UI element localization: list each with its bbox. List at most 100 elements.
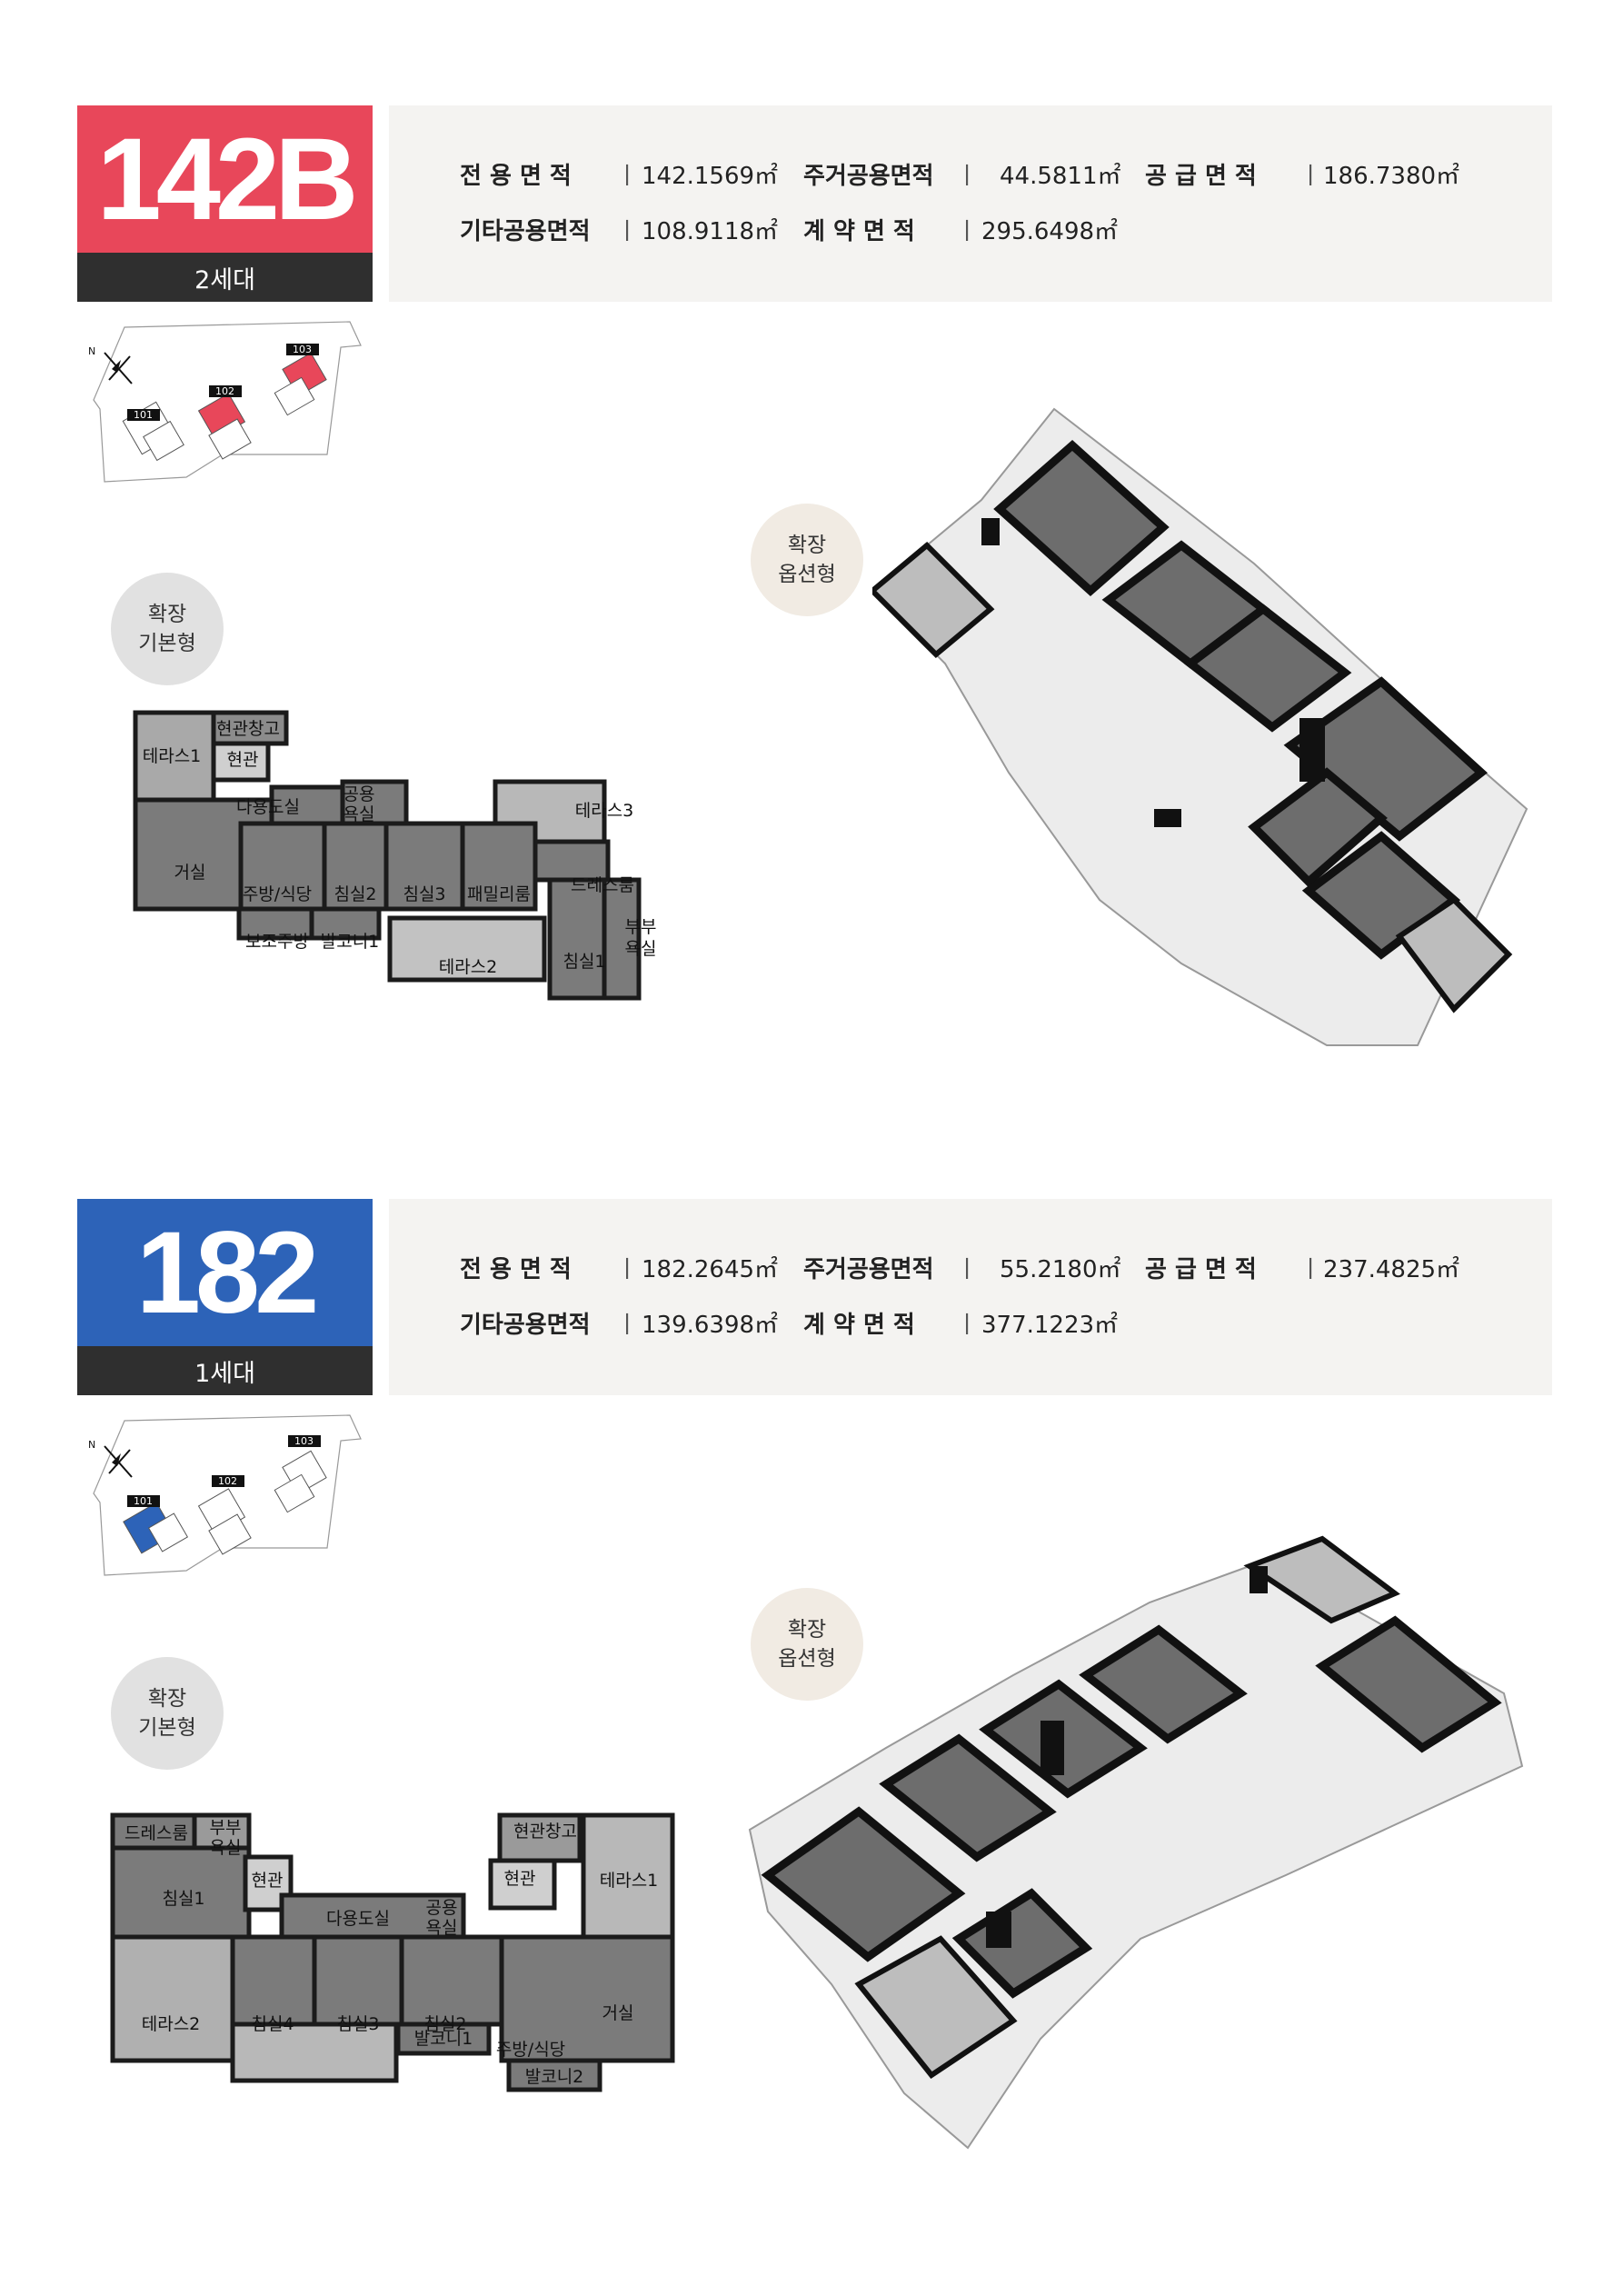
contract-area-label: 계 약 면 적 <box>803 1312 915 1339</box>
contract-area-label: 계 약 면 적 <box>803 218 915 245</box>
separator: ㅣ <box>616 1312 638 1339</box>
other-common-value: 108.9118㎡ <box>642 218 779 245</box>
separator: ㅣ <box>1299 1256 1321 1283</box>
room-label: 침실4 <box>251 2014 294 2034</box>
floor-plan-basic: 드레스룸 부부 욕실 현관 침실1 다용도실 공용 욕실 현관창고 현관 테라스… <box>110 1812 675 2092</box>
svg-text:101: 101 <box>134 1495 153 1507</box>
site-plan-map: N 101 102 103 <box>88 1414 362 1576</box>
area-spec-panel: 전 용 면 적 ㅣ 182.2645㎡ 주거공용면적 ㅣ 55.2180㎡ 공 … <box>389 1199 1552 1395</box>
room-label: 현관 <box>227 750 259 770</box>
room-label: 침실1 <box>162 1889 204 1909</box>
room-label: 테라스1 <box>143 746 202 766</box>
room-label: 욕실 <box>210 1838 242 1858</box>
compass-icon: N <box>88 345 133 384</box>
room-label: 침실2 <box>334 884 376 904</box>
room-label: 공용 <box>344 784 375 804</box>
svg-text:101: 101 <box>134 409 153 421</box>
room-label: 현관창고 <box>513 1822 577 1842</box>
residential-common-label: 주거공용면적 <box>803 163 934 190</box>
room-label: 침실2 <box>423 2014 466 2034</box>
room-label: 테라스3 <box>575 801 634 821</box>
room-label: 부부 <box>210 1818 242 1838</box>
room-label: 발코니1 <box>321 932 380 952</box>
unit-section-182: 182 1세대 전 용 면 적 ㅣ 182.2645㎡ 주거공용면적 ㅣ 55.… <box>0 1093 1623 2184</box>
unit-section-142b: 142B 2세대 전 용 면 적 ㅣ 142.1569㎡ 주거공용면적 ㅣ 44… <box>0 0 1623 1091</box>
separator: ㅣ <box>1299 163 1321 190</box>
other-common-value: 139.6398㎡ <box>642 1312 779 1339</box>
room-label: 거실 <box>174 863 206 883</box>
supply-area-value: 186.7380㎡ <box>1323 163 1460 190</box>
room-label: 거실 <box>602 2003 634 2023</box>
separator: ㅣ <box>616 218 638 245</box>
room-label: 드레스룸 <box>571 875 634 895</box>
separator: ㅣ <box>616 1256 638 1283</box>
room-label: 침실3 <box>336 2014 379 2034</box>
unit-type-badge: 142B 2세대 <box>77 105 373 302</box>
room-label: 현관 <box>252 1871 284 1891</box>
room-label: 침실1 <box>563 952 605 972</box>
room-label: 주방/식당 <box>243 884 312 904</box>
other-common-label: 기타공용면적 <box>460 1312 591 1339</box>
svg-text:N: N <box>88 1439 95 1451</box>
household-count: 2세대 <box>77 253 373 302</box>
room-label: 현관 <box>504 1869 536 1889</box>
building-101: 101 <box>123 1495 189 1554</box>
building-102: 102 <box>197 385 252 460</box>
exclusive-area-value: 182.2645㎡ <box>642 1256 779 1283</box>
supply-area-label: 공 급 면 적 <box>1145 163 1257 190</box>
svg-text:103: 103 <box>293 344 312 355</box>
contract-area-value: 295.6498㎡ <box>981 218 1119 245</box>
room-label: 침실3 <box>403 884 445 904</box>
contract-area-value: 377.1223㎡ <box>981 1312 1119 1339</box>
unit-type-badge: 182 1세대 <box>77 1199 373 1395</box>
unit-type-label: 142B <box>77 105 373 253</box>
isometric-plan-option <box>748 1535 1524 2150</box>
room-label: 부부 <box>625 917 657 937</box>
room-label: 보조주방 <box>245 932 309 952</box>
exclusive-area-label: 전 용 면 적 <box>460 163 572 190</box>
room-label: 다용도실 <box>236 797 300 817</box>
room-label: 욕실 <box>344 804 375 824</box>
building-103: 103 <box>274 1435 327 1513</box>
site-plan-map: N 101 102 103 <box>88 321 362 483</box>
room-label: 욕실 <box>426 1918 458 1938</box>
isometric-plan-option <box>872 407 1528 1046</box>
room-label: 테라스2 <box>439 957 498 977</box>
building-102: 102 <box>197 1475 252 1555</box>
separator: ㅣ <box>956 1256 978 1283</box>
separator: ㅣ <box>956 218 978 245</box>
separator: ㅣ <box>956 1312 978 1339</box>
residential-common-value: 44.5811㎡ <box>1000 163 1121 190</box>
other-common-label: 기타공용면적 <box>460 218 591 245</box>
area-spec-panel: 전 용 면 적 ㅣ 142.1569㎡ 주거공용면적 ㅣ 44.5811㎡ 공 … <box>389 105 1552 302</box>
compass-icon: N <box>88 1439 133 1478</box>
floor-plan-basic: 테라스1 현관창고 현관 다용도실 공용 욕실 테라스3 거실 주방/식당 침실… <box>133 710 657 1001</box>
svg-text:103: 103 <box>294 1435 314 1447</box>
separator: ㅣ <box>956 163 978 190</box>
room-label: 공용 <box>426 1898 458 1918</box>
room-label: 욕실 <box>625 939 657 959</box>
room-label: 다용도실 <box>326 1909 390 1929</box>
supply-area-label: 공 급 면 적 <box>1145 1256 1257 1283</box>
svg-text:102: 102 <box>218 1475 237 1487</box>
separator: ㅣ <box>616 163 638 190</box>
household-count: 1세대 <box>77 1346 373 1395</box>
svg-text:102: 102 <box>215 385 234 397</box>
room-label: 테라스2 <box>142 2014 201 2034</box>
exclusive-area-label: 전 용 면 적 <box>460 1256 572 1283</box>
room-label: 주방/식당 <box>496 2040 565 2060</box>
residential-common-value: 55.2180㎡ <box>1000 1256 1121 1283</box>
room-label: 테라스1 <box>600 1871 659 1891</box>
unit-type-label: 182 <box>77 1199 373 1346</box>
exclusive-area-value: 142.1569㎡ <box>642 163 779 190</box>
residential-common-label: 주거공용면적 <box>803 1256 934 1283</box>
room-label: 현관창고 <box>216 719 280 739</box>
room-label: 발코니1 <box>414 2029 473 2049</box>
room-label: 발코니2 <box>525 2067 584 2087</box>
building-103: 103 <box>274 344 327 416</box>
building-101: 101 <box>122 401 184 462</box>
